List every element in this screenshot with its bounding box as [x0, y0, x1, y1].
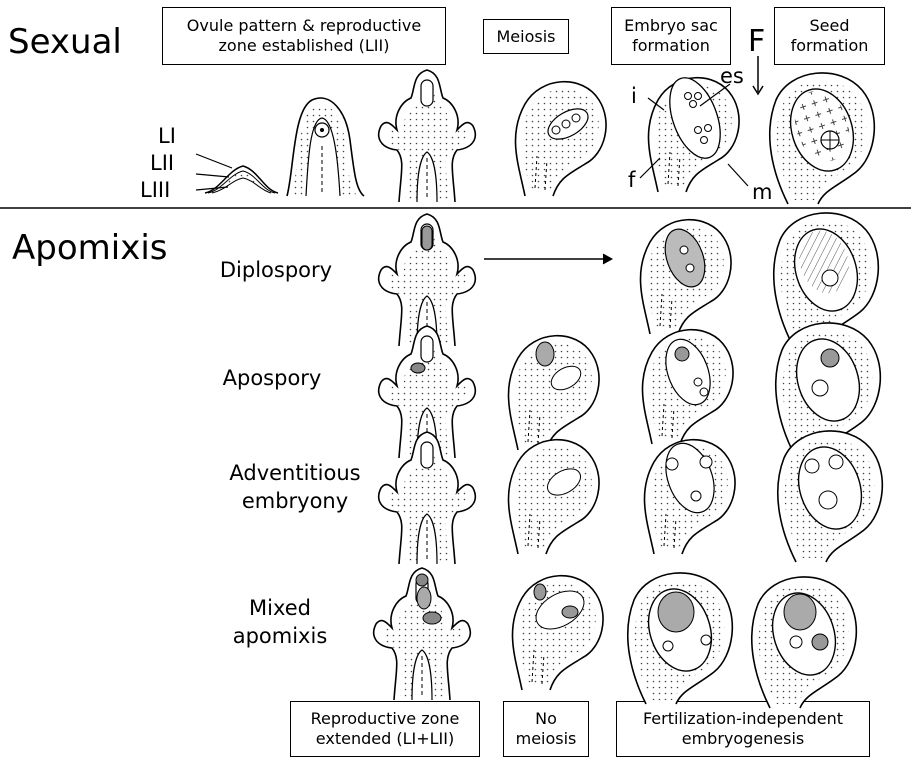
sexual-meiosis-ovule	[515, 82, 606, 196]
sexual-lobed-primordium	[379, 70, 476, 202]
sexual-embryo-sac-ovule	[640, 71, 748, 192]
sexual-bump-layers	[196, 154, 278, 193]
mixed-apomixis-drawings	[374, 568, 857, 708]
diplospory-drawings	[379, 213, 879, 346]
sexual-seed-ovule	[770, 73, 875, 204]
sexual-finger-primordium	[287, 98, 364, 196]
